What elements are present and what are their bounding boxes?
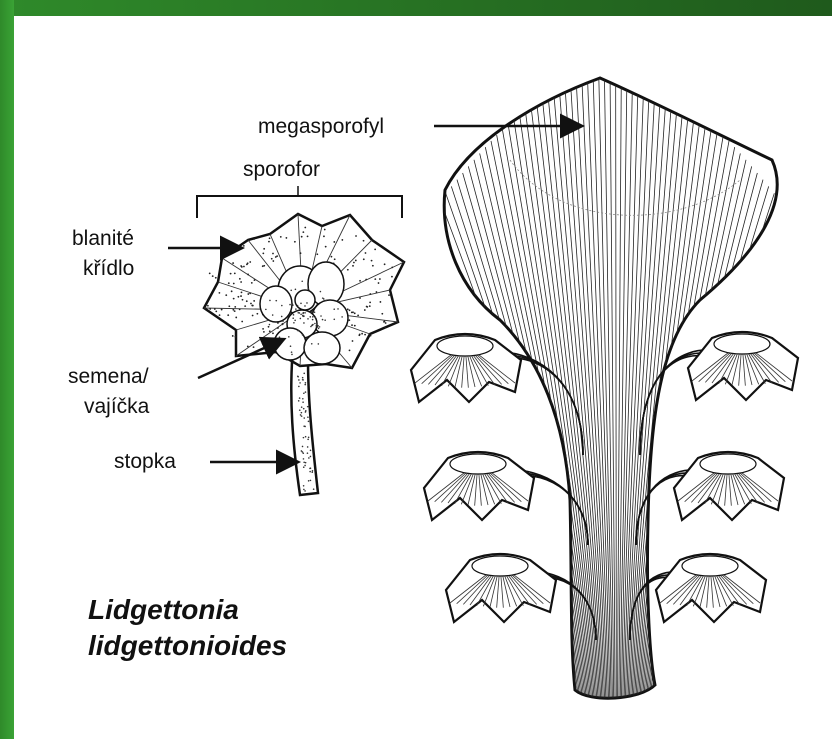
side-sporophore [424, 452, 588, 545]
label-sporophore: sporofor [243, 157, 320, 183]
label-seeds-line1: semena/ [68, 364, 149, 390]
species-genus: Lidgettonia [88, 592, 287, 628]
species-epithet: lidgettonioides [88, 628, 287, 664]
label-seeds-line2: vajíčka [84, 394, 149, 420]
label-wing-line1: blanité [72, 226, 134, 252]
label-megasporophyll: megasporofyl [258, 114, 384, 140]
stalk-shape [291, 360, 318, 495]
species-name: Lidgettonia lidgettonioides [88, 592, 287, 664]
side-sporophore [636, 452, 784, 545]
sporophore-detail [197, 186, 404, 495]
label-stalk: stopka [114, 449, 176, 475]
label-wing-line2: křídlo [83, 256, 134, 282]
